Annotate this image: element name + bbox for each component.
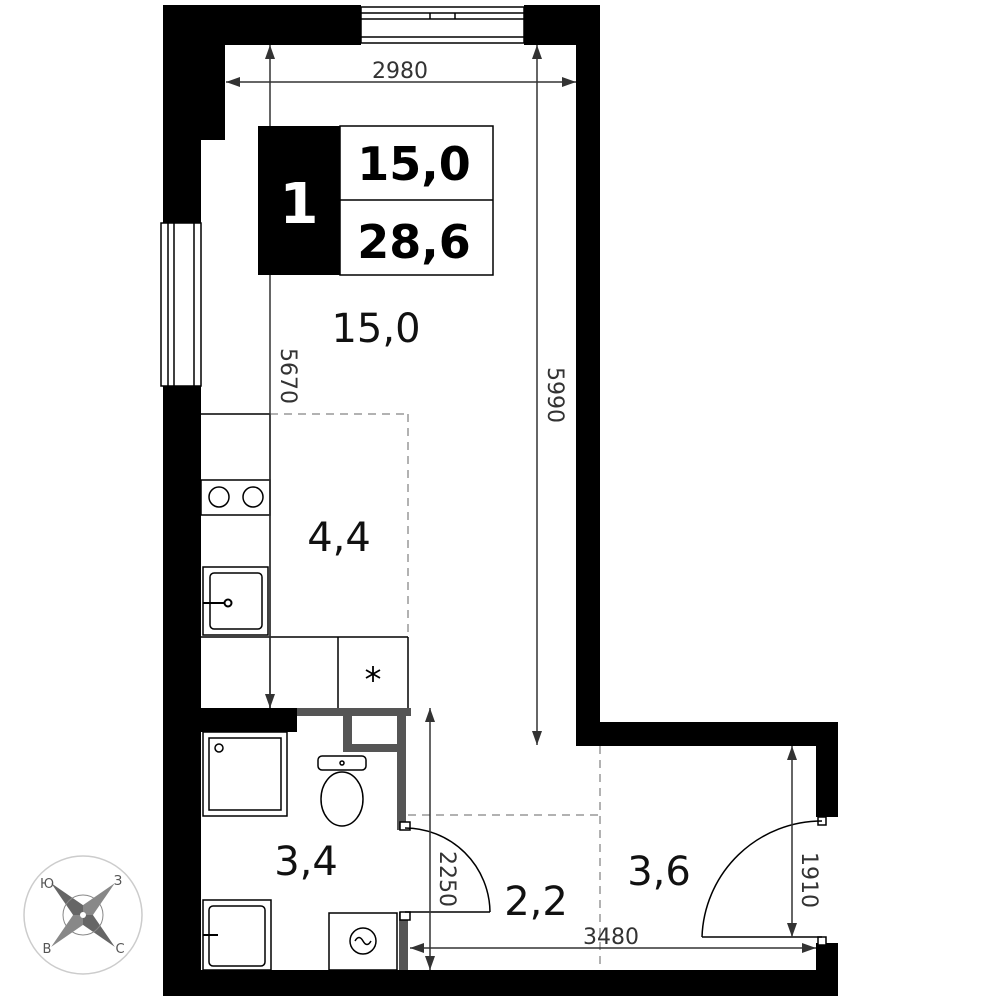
- area-room: 15,0: [331, 306, 420, 352]
- apartment-badge: 1 15,0 28,6: [258, 125, 494, 276]
- toilet-icon: [317, 755, 367, 827]
- dim-top-width: 2980: [372, 59, 428, 84]
- exterior-walls: [163, 5, 838, 996]
- sink-tap-icon: [203, 598, 233, 608]
- compass-rose-icon: З Ю В С: [23, 855, 143, 975]
- dim-door-right: 1910: [796, 852, 821, 908]
- wall-bottom: [163, 970, 411, 996]
- kitchen-zone-outline: [270, 413, 409, 637]
- entrance-door: [701, 816, 827, 946]
- area-hall: 2,2: [504, 879, 568, 925]
- bathroom-door: [399, 821, 491, 921]
- dimension-lines: [226, 45, 816, 970]
- area-kitchen: 4,4: [307, 515, 371, 561]
- badge-living-area: 15,0: [357, 137, 471, 191]
- wall-bottom-right: [411, 970, 838, 996]
- dim-left-height: 5670: [275, 348, 300, 404]
- wall-far-right: [816, 722, 838, 817]
- badge-rooms-cell: [258, 126, 340, 275]
- hall-zone-outline: [408, 746, 601, 970]
- stove-burner-right: [242, 486, 264, 508]
- kitchen-counter: [200, 413, 409, 708]
- stove: [200, 479, 271, 516]
- dim-bottom-width: 3480: [583, 925, 639, 950]
- dim-hall-height: 2250: [434, 851, 459, 907]
- wall-right-step: [576, 722, 838, 746]
- bathroom-sink: [202, 899, 272, 971]
- window-top: [360, 6, 525, 44]
- bathroom-partitions: [297, 708, 411, 970]
- wall-left-pier: [201, 45, 225, 140]
- wall-bath-top: [201, 708, 297, 732]
- compass-n: З: [114, 874, 122, 889]
- compass-s: В: [43, 942, 52, 957]
- stove-burner-left: [208, 486, 230, 508]
- kitchen-sink: [202, 566, 269, 636]
- compass-w: Ю: [40, 877, 54, 892]
- vent-asterisk-icon: [365, 666, 381, 682]
- area-bathroom: 3,4: [274, 839, 338, 885]
- washing-machine-icon: [328, 912, 398, 971]
- badge-rooms: 1: [280, 172, 319, 237]
- wall-right-upper: [576, 5, 600, 745]
- badge-total-area: 28,6: [357, 215, 471, 269]
- dim-room-height: 5990: [542, 367, 567, 423]
- shower-tray: [202, 731, 288, 817]
- wall-left-lower: [163, 386, 201, 996]
- area-entrance: 3,6: [627, 849, 691, 895]
- compass-e: С: [115, 942, 124, 957]
- window-left: [160, 222, 202, 387]
- wall-left-upper: [163, 5, 201, 223]
